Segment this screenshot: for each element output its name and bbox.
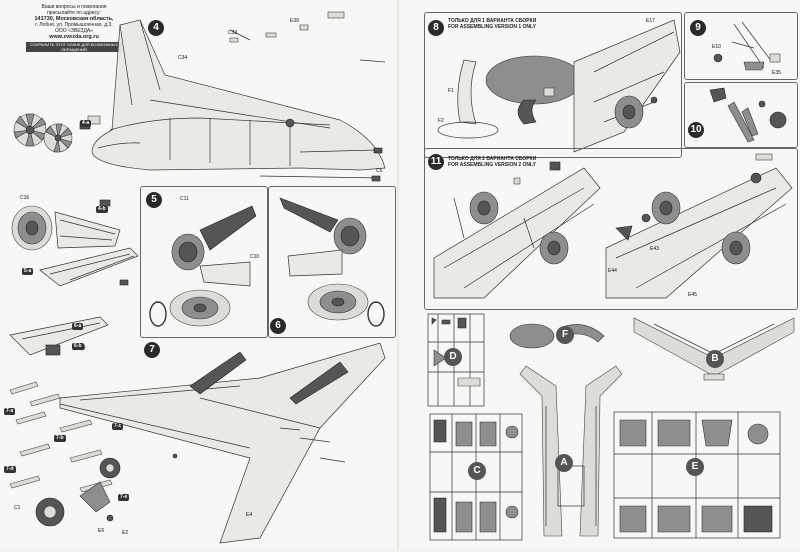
pylon-drawing-2 — [9, 316, 109, 356]
step-11-box — [424, 148, 798, 310]
sprue-b-label: B — [706, 350, 724, 368]
step-6-number: 6 — [270, 318, 286, 334]
step-7-small-parts — [9, 381, 121, 527]
sprue-a-label: A — [555, 454, 573, 472]
ref-e45: E45 — [688, 292, 697, 298]
step-7-number: 7 — [144, 342, 160, 358]
ref-f2: F2 — [438, 118, 444, 124]
step-8-radome-drawing — [437, 19, 681, 153]
step-5-number: 5 — [146, 192, 162, 208]
tag-7d: 7-d — [4, 466, 16, 473]
ref-e2: E2 — [122, 530, 129, 536]
ref-c33: C33 — [228, 30, 238, 36]
step-11-number: 11 — [428, 154, 444, 170]
sprue-e-label: E — [686, 458, 704, 476]
sprue-a-drawing — [519, 365, 623, 537]
tag-7b: 7-b — [54, 435, 66, 442]
ref-e43: E43 — [650, 246, 659, 252]
step-10-box — [684, 82, 798, 148]
fan-blades-drawing — [13, 113, 101, 153]
step-5-box — [140, 186, 268, 338]
ref-e39: E39 — [290, 18, 299, 24]
ref-c10: C10 — [250, 254, 260, 260]
v1-title: ТОЛЬКО ДЛЯ 1 ВАРИАНТА СБОРКИ FOR ASSEMBL… — [448, 18, 537, 30]
ref-f1: F1 — [448, 88, 454, 94]
ref-e44: E44 — [608, 268, 617, 274]
sprue-c-drawing — [429, 413, 523, 541]
step-10-gear-drawing — [709, 87, 787, 143]
tag-7a: 7-a — [4, 408, 16, 415]
step-11-fuselage-left — [433, 161, 601, 299]
ref-e4: E4 — [246, 512, 253, 518]
info-block: Ваши вопросы и пожелания присылайте по а… — [26, 4, 122, 52]
pylon-drawing — [39, 247, 139, 287]
engine-core-drawing — [11, 199, 121, 251]
step-10-number: 10 — [688, 122, 704, 138]
right-page: 8 ТОЛЬКО ДЛЯ 1 ВАРИАНТА СБОРКИ FOR ASSEM… — [400, 0, 800, 549]
tag-4a: 4-a — [80, 120, 92, 127]
tag-7e: 7-e — [118, 494, 130, 501]
left-page: Ваши вопросы и пожелания присылайте по а… — [0, 0, 399, 549]
sprue-d-label: D — [444, 348, 462, 366]
tag-6b: 6-b — [72, 343, 84, 350]
ref-e6: E6 — [98, 528, 105, 534]
step-4-fuselage-drawing — [91, 11, 386, 182]
ref-c16: C16 — [20, 195, 30, 201]
step-9-number: 9 — [690, 20, 706, 36]
tag-4b: 4-b — [96, 206, 108, 213]
sprue-c-label: C — [468, 462, 486, 480]
tag-6a: 6-a — [72, 323, 84, 330]
step-9-gear-drawing — [713, 21, 781, 71]
step-11-fuselage-right — [605, 153, 793, 299]
step-6-box — [268, 186, 396, 338]
info-strip: СОХРАНИТЕ ЭТОТ БЛАНК ДЛЯ ВОЗМОЖНЫХ ОБРАЩ… — [26, 42, 122, 52]
tag-5a: 5-a — [22, 268, 34, 275]
step-9-box — [684, 12, 798, 80]
step-5-engine-drawing — [149, 205, 257, 327]
sprue-e-drawing — [613, 411, 781, 539]
ref-c5: C5 — [376, 168, 383, 174]
tag-7c: 7-c — [112, 423, 124, 430]
ref-c34: C34 — [178, 55, 188, 61]
step-6-engine-drawing — [279, 197, 385, 327]
ref-c1: C1 — [14, 505, 21, 511]
ref-e10: E10 — [712, 44, 721, 50]
step-7-wing-drawing — [59, 342, 386, 544]
sprue-b-drawing — [633, 317, 795, 381]
step-8-box — [424, 12, 682, 158]
step-8-number: 8 — [428, 20, 444, 36]
ref-e17: E17 — [646, 18, 655, 24]
ref-c11: C11 — [180, 196, 189, 202]
step-4-number: 4 — [148, 20, 164, 36]
ref-e35: E35 — [772, 70, 781, 76]
sprue-f-label: F — [556, 326, 574, 344]
sprue-d-drawing — [427, 313, 485, 407]
v2-title: ТОЛЬКО ДЛЯ 2 ВАРИАНТА СБОРКИ FOR ASSEMBL… — [448, 156, 537, 168]
